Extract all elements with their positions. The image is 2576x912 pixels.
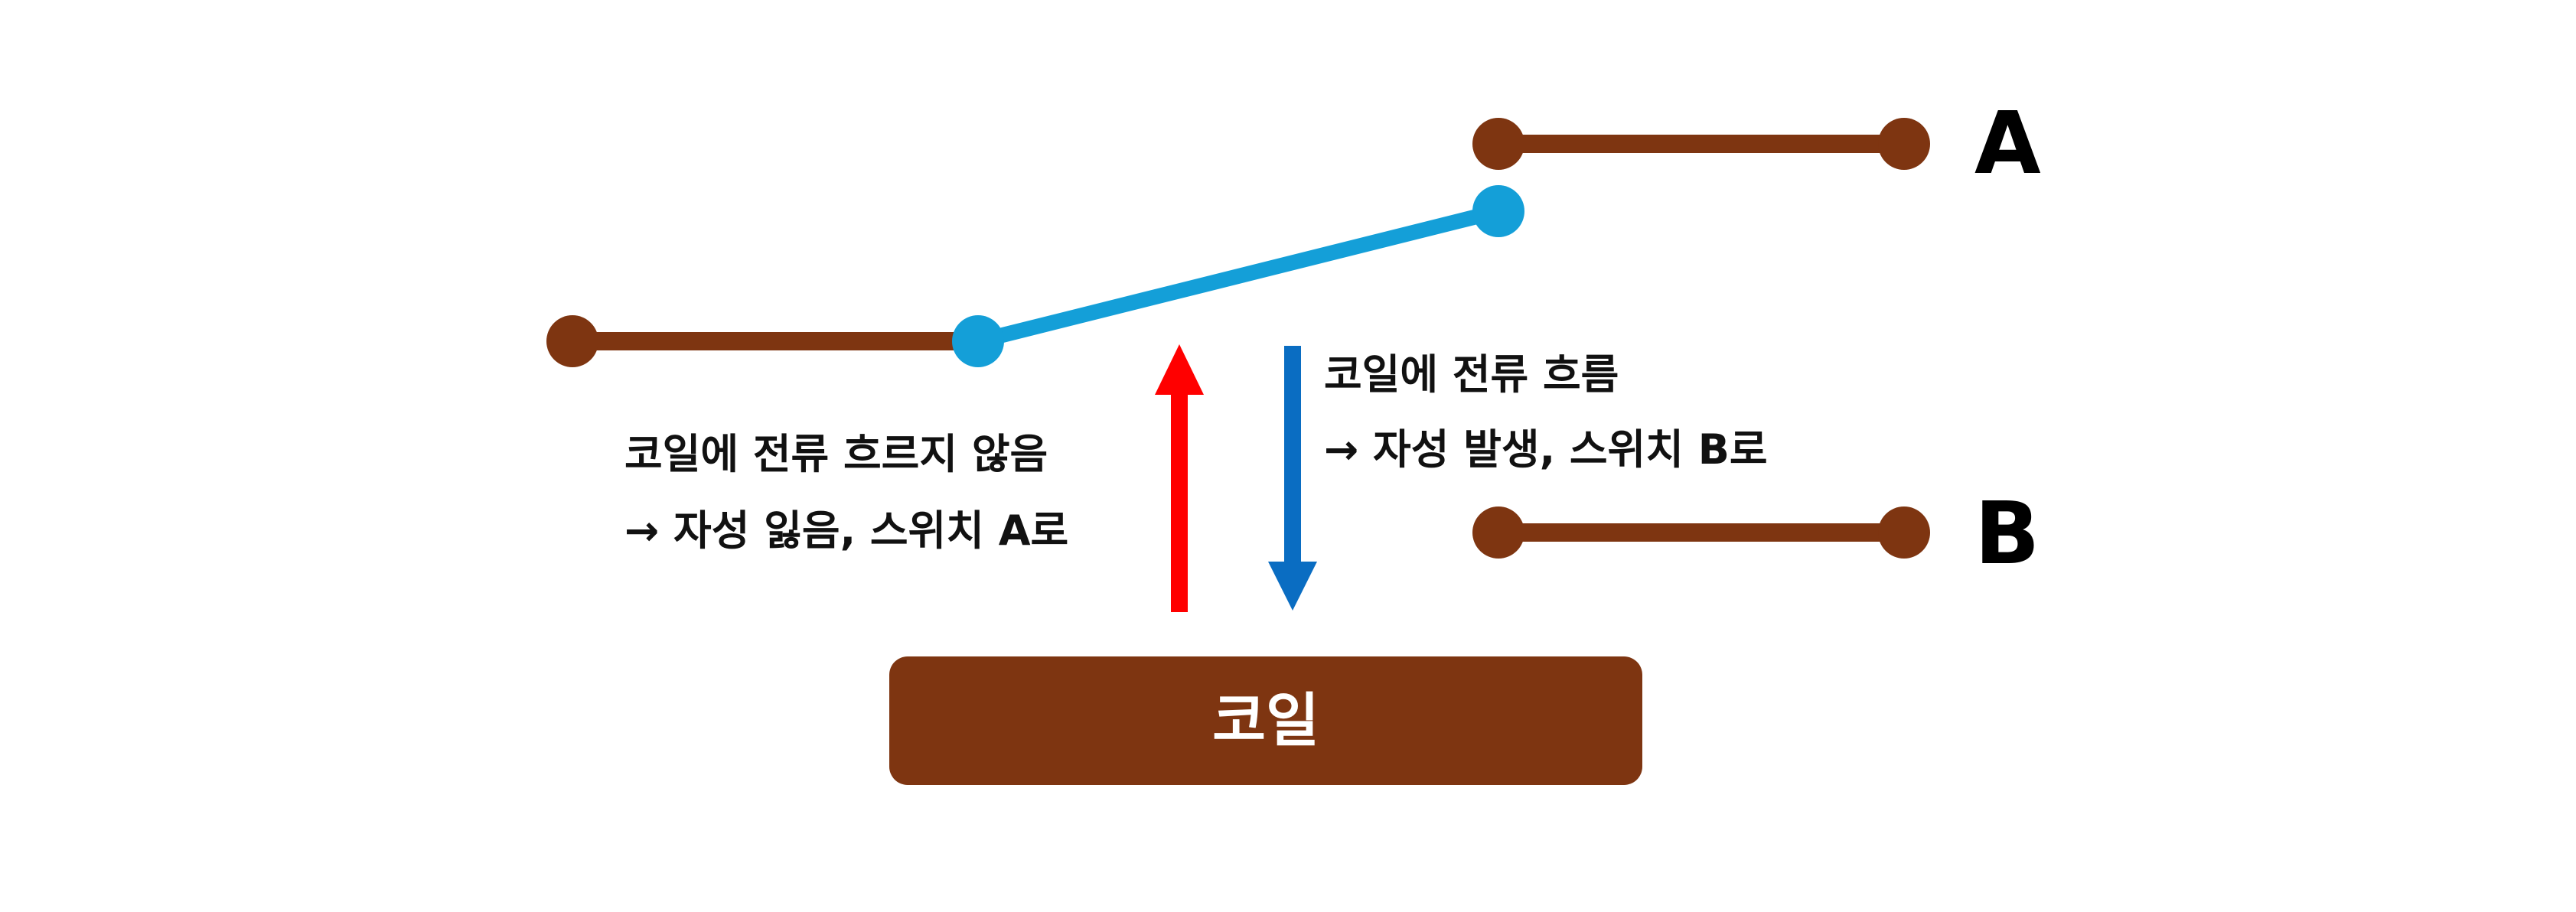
terminal-b-right-node xyxy=(1878,506,1930,559)
arrow-down-shaft xyxy=(1284,346,1301,569)
terminal-b-contact xyxy=(1472,506,1930,559)
input-wire xyxy=(546,315,987,367)
right-note-line2: → 자성 발생, 스위치 B로 xyxy=(1324,425,1768,474)
arrow-up-red xyxy=(1155,344,1204,612)
arrow-up-shaft xyxy=(1171,389,1188,612)
switch-pivot-node xyxy=(952,315,1004,367)
terminal-a-left-node xyxy=(1472,118,1524,170)
switch-arm-line xyxy=(970,204,1506,349)
arrow-down-head xyxy=(1268,562,1317,611)
terminal-a-right-node xyxy=(1878,118,1930,170)
coil-block: 코일 xyxy=(889,656,1642,785)
terminal-b-left-node xyxy=(1472,506,1524,559)
terminal-b-label: B xyxy=(1974,484,2040,584)
switch-tip-node xyxy=(1472,185,1524,237)
coil-rect xyxy=(889,656,1642,785)
right-note-line1: 코일에 전류 흐름 xyxy=(1324,350,1619,399)
input-wire-start-node xyxy=(546,315,598,367)
switch-arm xyxy=(952,185,1524,367)
terminal-a-label: A xyxy=(1974,94,2041,194)
arrow-down-blue xyxy=(1268,346,1317,611)
left-note-line1: 코일에 전류 흐르지 않음 xyxy=(624,430,1048,478)
terminal-a-contact xyxy=(1472,118,1930,170)
left-note-line2: → 자성 잃음, 스위치 A로 xyxy=(624,506,1068,555)
arrow-up-head xyxy=(1155,344,1204,395)
coil-label: 코일 xyxy=(1212,686,1319,754)
